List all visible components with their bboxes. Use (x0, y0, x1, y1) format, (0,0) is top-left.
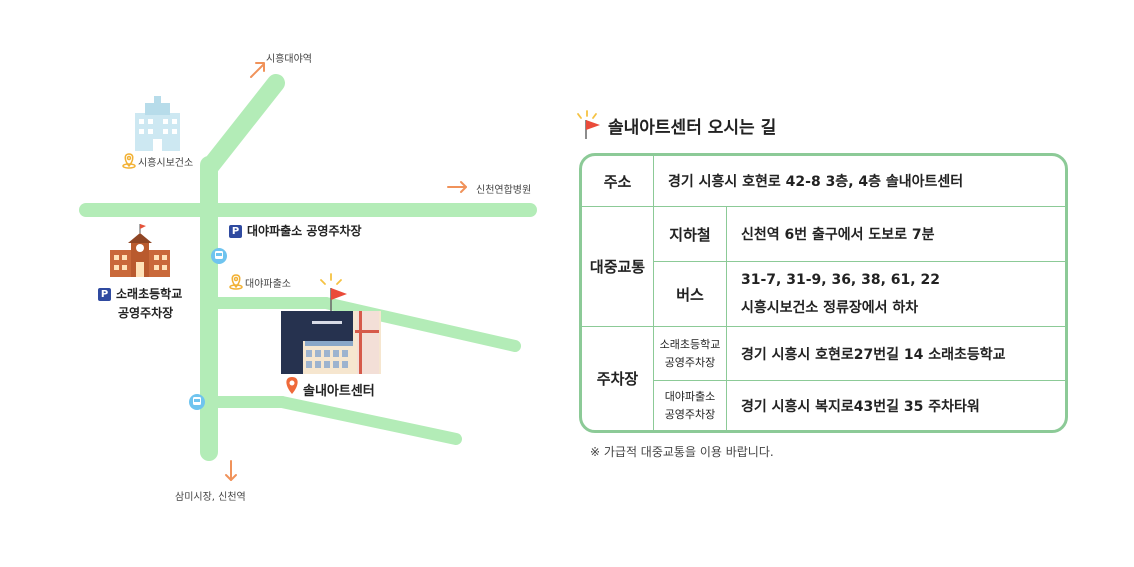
parking2-name-line2: 공영주차장 (664, 407, 716, 421)
label-daeya-office-parking: P 대야파출소 공영주차장 (229, 222, 362, 239)
parking1-name-line1: 소래초등학교 (659, 337, 721, 351)
parking-header: 주차장 (596, 370, 639, 388)
arrow-icon (250, 62, 265, 78)
transit-note: ※ 가급적 대중교통을 이용 바랍니다. (590, 445, 774, 459)
bus-value: 31-7, 31-9, 36, 38, 61, 22 시흥시보건소 정류장에서 … (727, 262, 1065, 326)
address-header: 주소 (603, 172, 632, 191)
location-pin-icon (229, 274, 243, 290)
label-health-center: 시흥시보건소 (138, 158, 194, 169)
parking1-address: 경기 시흥시 호현로27번길 14 소래초등학교 (741, 346, 1006, 363)
parking1-name-line2: 공영주차장 (664, 355, 716, 369)
sorae-parking-text-line1: 소래초등학교 (116, 287, 183, 301)
parking1-name: 소래초등학교 공영주차장 (654, 327, 726, 380)
label-sammi-market: 삼미시장, 신천역 (175, 492, 246, 503)
label-sorae-school-parking: P 소래초등학교 (98, 285, 182, 302)
arrow-icon (225, 460, 237, 481)
label-sorae-school-parking-line2: 공영주차장 (118, 306, 174, 320)
road-art-center-diagonal (320, 297, 521, 352)
guide-title: 솔내아트센터 오시는 길 (574, 110, 776, 140)
parking2-address: 경기 시흥시 복지로43번길 35 주차타워 (741, 398, 980, 415)
map-marker-icon (286, 377, 298, 394)
health-center-building-icon (135, 96, 180, 151)
parking-icon: P (98, 288, 111, 301)
bus-stop-icon (211, 248, 227, 264)
location-map (79, 62, 537, 481)
road-diagonal-north (200, 74, 285, 177)
bus-stop-icon (189, 394, 205, 410)
roads (79, 74, 537, 461)
guide-title-text: 솔내아트센터 오시는 길 (608, 117, 777, 138)
road-lower-diagonal (276, 396, 462, 445)
flag-icon (577, 110, 600, 139)
bus-stop: 시흥시보건소 정류장에서 하차 (741, 300, 919, 316)
bus-header: 버스 (676, 285, 704, 304)
subway-header: 지하철 (669, 225, 711, 244)
directions-table: 주소 경기 시흥시 호현로 42-8 3층, 4층 솔내아트센터 대중교통 지하… (579, 153, 1068, 433)
label-sincheon-hospital: 신천연합병원 (476, 185, 532, 196)
label-sihwa-daeya-station: 시흥대야역 (266, 54, 312, 65)
parking-icon: P (229, 225, 242, 238)
flag-icon (320, 273, 347, 312)
address-value: 경기 시흥시 호현로 42-8 3층, 4층 솔내아트센터 (668, 174, 964, 190)
label-daeya-office: 대야파출소 (245, 279, 291, 290)
arrow-icon (447, 181, 467, 193)
parking2-name: 대야파출소 공영주차장 (654, 381, 726, 430)
art-center-building-icon (281, 311, 381, 374)
label-art-center: 솔내아트센터 (303, 384, 375, 399)
location-pin-icon (122, 153, 136, 169)
transit-header: 대중교통 (589, 258, 646, 276)
parking2-name-line1: 대야파출소 (664, 389, 716, 403)
school-building-icon (110, 224, 170, 277)
subway-value: 신천역 6번 출구에서 도보로 7분 (741, 227, 935, 243)
daeya-parking-text: 대야파출소 공영주차장 (247, 224, 362, 238)
bus-routes: 31-7, 31-9, 36, 38, 61, 22 (741, 272, 940, 288)
